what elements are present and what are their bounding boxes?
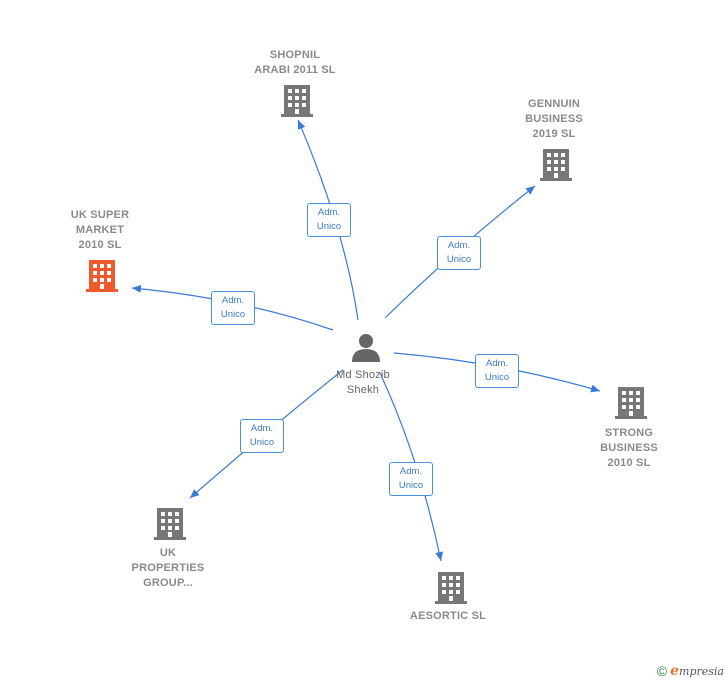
company-label-uk-properties[interactable]: UK PROPERTIES GROUP... [131,547,205,589]
relation-badge-uk-properties[interactable]: Adm. Unico [240,419,284,453]
company-label-uk-super[interactable]: UK SUPER MARKET 2010 SL [70,209,130,251]
company-label-aesortic[interactable]: AESORTIC SL [409,610,487,622]
building-icon-uk-properties[interactable] [154,508,186,540]
building-icon-strong[interactable] [615,387,647,419]
company-label-gennuin[interactable]: GENNUIN BUSINESS 2019 SL [525,98,583,140]
footer-brand: ©empresia [657,663,724,679]
company-label-shopnil[interactable]: SHOPNIL ARABI 2011 SL [254,49,336,76]
building-icon-gennuin[interactable] [540,149,572,181]
relation-badge-aesortic[interactable]: Adm. Unico [389,462,433,496]
person-icon[interactable] [352,334,380,362]
building-icon-shopnil[interactable] [281,85,313,117]
relation-badge-strong[interactable]: Adm. Unico [475,354,519,388]
relation-badge-uk-super[interactable]: Adm. Unico [211,291,255,325]
copyright-icon: © [656,663,668,679]
relation-badge-gennuin[interactable]: Adm. Unico [437,236,481,270]
person-label[interactable]: Md Shozib Shekh [336,369,390,396]
building-icon-aesortic[interactable] [435,572,467,604]
building-icon-uk-super[interactable] [86,260,118,292]
relation-badge-shopnil[interactable]: Adm. Unico [307,203,351,237]
company-label-strong[interactable]: STRONG BUSINESS 2010 SL [600,427,658,469]
brand-logo: empresia [670,663,724,679]
